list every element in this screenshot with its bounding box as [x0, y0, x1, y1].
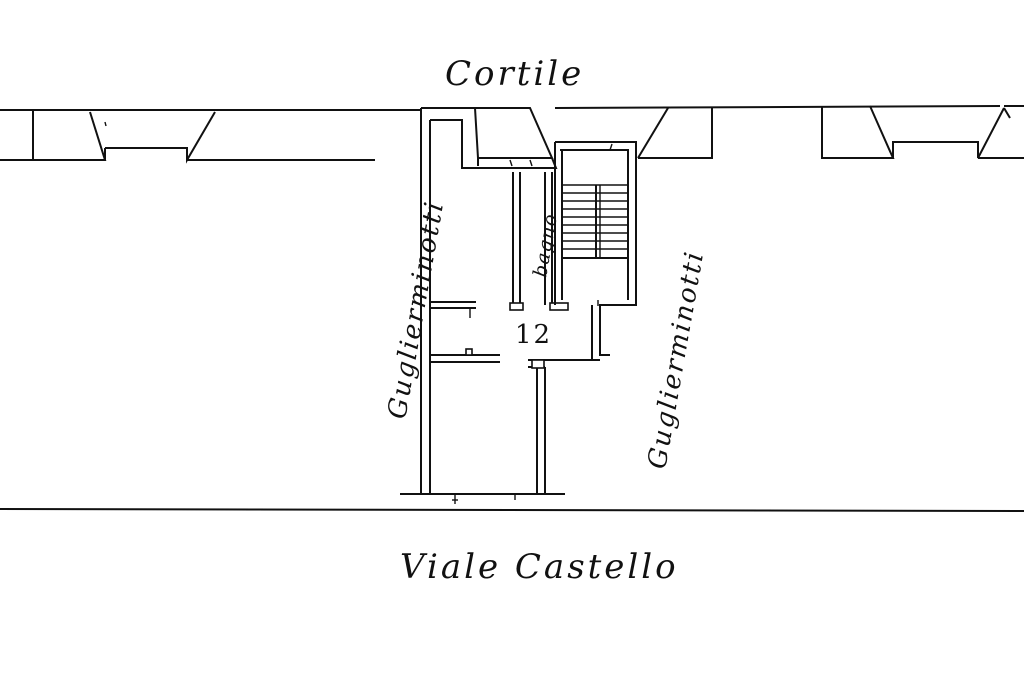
apartment-unit — [400, 107, 637, 504]
staircase — [562, 184, 628, 259]
neighbor-left-label: Guglierminotti — [382, 198, 450, 421]
unit-number-label: 12 — [515, 320, 552, 350]
courtyard-label: Cortile — [445, 54, 584, 94]
bathroom-label: bagno — [529, 212, 562, 279]
street-label: Viale Castello — [400, 547, 679, 587]
street-line — [0, 508, 1024, 512]
neighbor-right-label: Guglierminotti — [642, 248, 710, 471]
courtyard-facade-outline — [0, 105, 1024, 164]
